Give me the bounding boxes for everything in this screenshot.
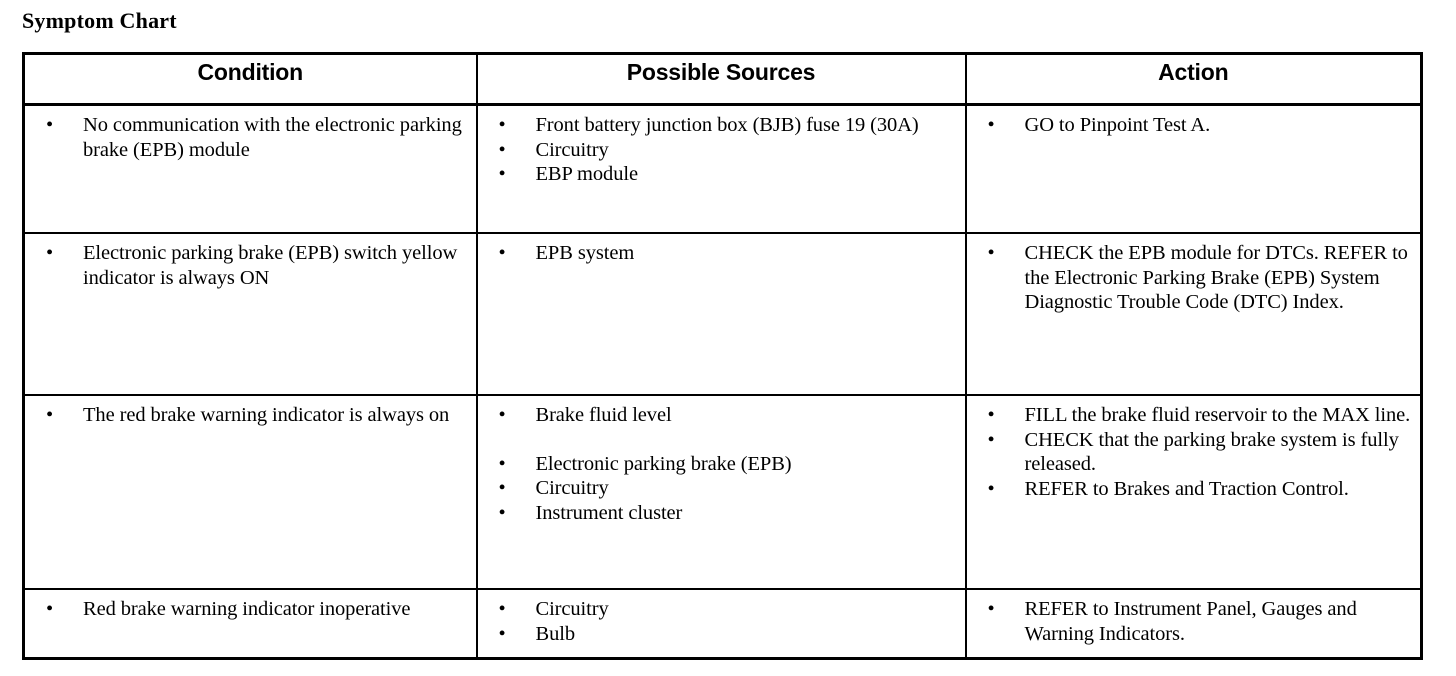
list-item-text: FILL the brake fluid reservoir to the MA… [1024, 404, 1411, 426]
cell-possible-sources: • Circuitry • Bulb [475, 588, 967, 660]
action-list: • GO to Pinpoint Test A. [967, 106, 1421, 145]
list-item: • The red brake warning indicator is alwa… [25, 403, 470, 428]
bullet-icon: • [46, 114, 54, 136]
list-item: • Electronic parking brake (EPB) switch y… [25, 241, 470, 290]
bullet-icon: • [498, 404, 506, 426]
cell-condition: • The red brake warning indicator is alwa… [22, 394, 478, 590]
list-item: • Front battery junction box (BJB) fuse 1… [478, 113, 959, 138]
cell-possible-sources: • EPB system [475, 232, 967, 396]
list-item-text: EBP module [535, 163, 639, 185]
list-item-text: REFER to Instrument Panel, Gauges and Wa… [1024, 598, 1357, 645]
condition-list: • No communication with the electronic pa… [25, 106, 476, 169]
list-item: • CHECK that the parking brake system is … [967, 428, 1415, 477]
list-item-text: No communication with the electronic par… [83, 114, 462, 161]
list-item: • REFER to Instrument Panel, Gauges and W… [967, 597, 1415, 646]
sources-list: • EPB system [478, 234, 965, 273]
list-item-text: Electronic parking brake (EPB) switch ye… [83, 242, 458, 289]
bullet-icon: • [46, 242, 54, 264]
condition-list: • Red brake warning indicator inoperative [25, 590, 476, 629]
list-item: • Circuitry [478, 597, 959, 622]
cell-action: • REFER to Instrument Panel, Gauges and W… [964, 588, 1423, 660]
list-item-text: Circuitry [535, 477, 609, 499]
page-title: Symptom Chart [22, 8, 177, 33]
cell-possible-sources: • Brake fluid level • Electronic parking br… [475, 394, 967, 590]
list-item-text: The red brake warning indicator is alway… [83, 404, 450, 426]
list-item-text: Front battery junction box (BJB) fuse 19… [535, 114, 919, 136]
bullet-icon: • [987, 242, 995, 264]
bullet-icon: • [498, 114, 506, 136]
list-item-text: Instrument cluster [535, 501, 683, 524]
list-item: • Brake fluid level [478, 403, 959, 428]
action-list: • CHECK the EPB module for DTCs. REFER to… [967, 234, 1421, 322]
column-header-possible-sources: Possible Sources [475, 52, 967, 106]
bullet-icon: • [498, 138, 506, 161]
list-item-text: Circuitry [535, 138, 609, 161]
sources-list: • Brake fluid level • Electronic parking br… [478, 396, 965, 532]
symptom-chart-table: Condition Possible Sources Action • No co… [22, 52, 1423, 660]
list-item: • Red brake warning indicator inoperative [25, 597, 470, 622]
sources-list: • Front battery junction box (BJB) fuse 1… [478, 106, 965, 194]
list-item-text: Red brake warning indicator inoperative [83, 598, 411, 620]
list-item-text: CHECK that the parking brake system is f… [1024, 428, 1399, 476]
table-row: • Electronic parking brake (EPB) switch y… [22, 232, 1423, 396]
table-body: • No communication with the electronic pa… [22, 103, 1423, 660]
cell-action: • GO to Pinpoint Test A. [964, 103, 1423, 234]
cell-condition: • Red brake warning indicator inoperative [22, 588, 478, 660]
list-item-text: Brake fluid level [535, 404, 672, 426]
list-item-text: Electronic parking brake (EPB) [535, 452, 792, 475]
bullet-icon: • [987, 114, 995, 136]
condition-list: • Electronic parking brake (EPB) switch y… [25, 234, 476, 297]
list-item: • FILL the brake fluid reservoir to the M… [967, 403, 1415, 428]
bullet-icon: • [987, 598, 995, 620]
cell-condition: • No communication with the electronic pa… [22, 103, 478, 234]
cell-action: • CHECK the EPB module for DTCs. REFER to… [964, 232, 1423, 396]
column-header-action: Action [964, 52, 1423, 106]
list-item: • No communication with the electronic pa… [25, 113, 470, 162]
bullet-icon: • [498, 242, 506, 264]
list-item-text: EPB system [535, 242, 635, 264]
list-item: • Electronic parking brake (EPB) [478, 452, 959, 477]
bullet-icon: • [498, 501, 506, 524]
list-item-text: REFER to Brakes and Traction Control. [1024, 477, 1349, 500]
bullet-icon: • [498, 452, 506, 475]
list-item-text: Circuitry [535, 598, 609, 620]
cell-condition: • Electronic parking brake (EPB) switch y… [22, 232, 478, 396]
bullet-icon: • [498, 477, 506, 499]
list-item: • REFER to Brakes and Traction Control. [967, 477, 1415, 502]
list-item-text: Bulb [535, 622, 576, 645]
cell-possible-sources: • Front battery junction box (BJB) fuse 1… [475, 103, 967, 234]
list-item-text: CHECK the EPB module for DTCs. REFER to … [1024, 242, 1408, 313]
table-row: • Red brake warning indicator inoperative… [22, 588, 1423, 660]
list-item: • Circuitry [478, 138, 959, 163]
action-list: • REFER to Instrument Panel, Gauges and W… [967, 590, 1421, 653]
bullet-icon: • [498, 622, 506, 645]
list-item: • EBP module [478, 162, 959, 187]
bullet-icon: • [46, 598, 54, 620]
bullet-icon: • [498, 163, 506, 185]
list-item: • Instrument cluster [478, 501, 959, 526]
table-header: Condition Possible Sources Action [22, 52, 1423, 106]
table-header-row: Condition Possible Sources Action [22, 52, 1423, 106]
bullet-icon: • [987, 404, 995, 426]
action-list: • FILL the brake fluid reservoir to the M… [967, 396, 1421, 508]
list-item: • CHECK the EPB module for DTCs. REFER to… [967, 241, 1415, 315]
list-item: • EPB system [478, 241, 959, 266]
bullet-icon: • [987, 428, 995, 451]
list-item: • GO to Pinpoint Test A. [967, 113, 1415, 138]
bullet-icon: • [46, 404, 54, 426]
sources-list: • Circuitry • Bulb [478, 590, 965, 653]
bullet-icon: • [498, 598, 506, 620]
cell-action: • FILL the brake fluid reservoir to the M… [964, 394, 1423, 590]
column-header-condition: Condition [22, 52, 478, 106]
table-row: • The red brake warning indicator is alwa… [22, 394, 1423, 590]
table-row: • No communication with the electronic pa… [22, 103, 1423, 234]
list-item: • Bulb [478, 622, 959, 647]
list-item-text: GO to Pinpoint Test A. [1024, 114, 1211, 136]
condition-list: • The red brake warning indicator is alwa… [25, 396, 476, 435]
list-item: • Circuitry [478, 476, 959, 501]
bullet-icon: • [987, 477, 995, 500]
